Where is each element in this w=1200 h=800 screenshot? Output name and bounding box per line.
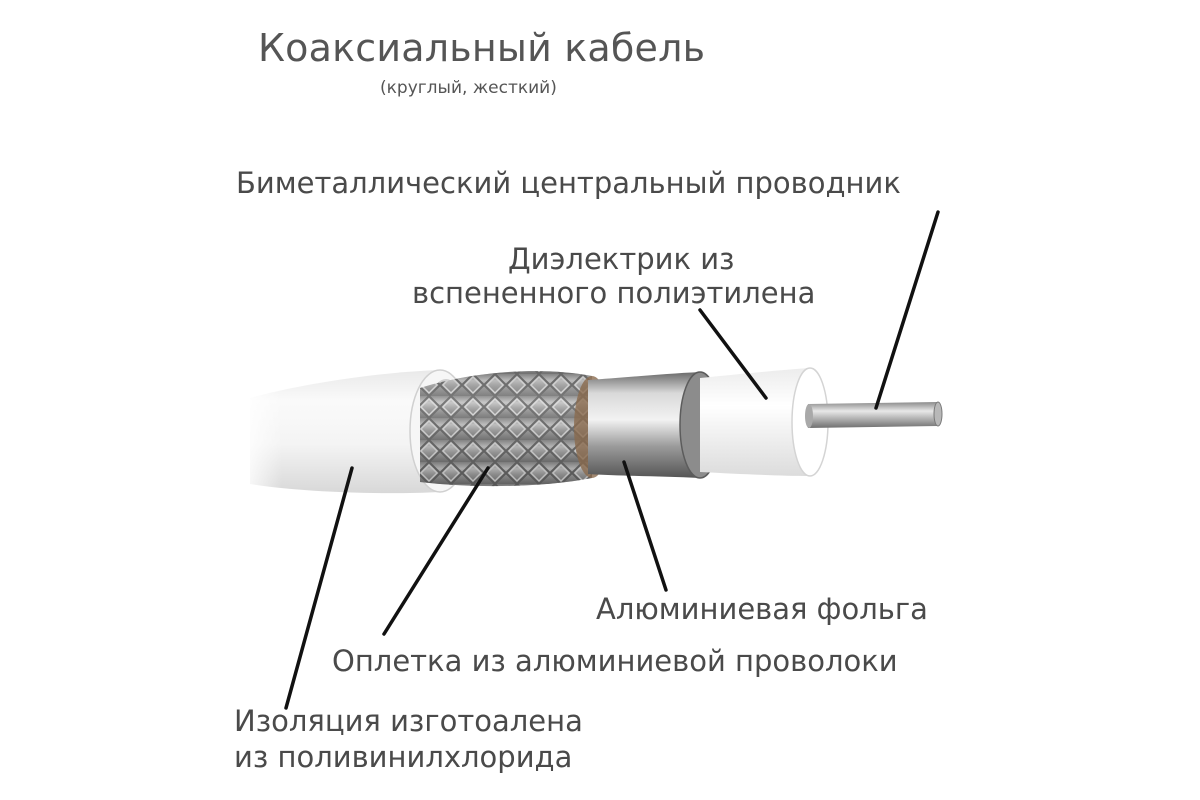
central-conductor <box>805 401 943 428</box>
label-pvc-jacket-line1: Изоляция изготоалена <box>234 704 583 738</box>
leader-line-dielectric <box>698 308 768 400</box>
label-dielectric-line1: Диэлектрик из <box>508 242 735 276</box>
label-aluminum-braid: Оплетка из алюминиевой проволоки <box>332 644 898 678</box>
label-pvc-jacket-line2: из поливинилхлорида <box>234 740 573 774</box>
label-dielectric-line2: вспененного полиэтилена <box>412 276 816 310</box>
label-central-conductor: Биметаллический центральный проводник <box>236 166 901 200</box>
leader-line-conductor <box>874 210 940 410</box>
leader-line-foil <box>622 460 668 592</box>
aluminum-braid <box>420 371 610 487</box>
diagram-subtitle: (круглый, жесткий) <box>380 78 557 98</box>
label-aluminum-foil: Алюминиевая фольга <box>596 592 928 626</box>
diagram-title: Коаксиальный кабель <box>258 26 706 70</box>
leader-line-braid <box>382 466 490 636</box>
leader-line-jacket <box>284 466 354 710</box>
